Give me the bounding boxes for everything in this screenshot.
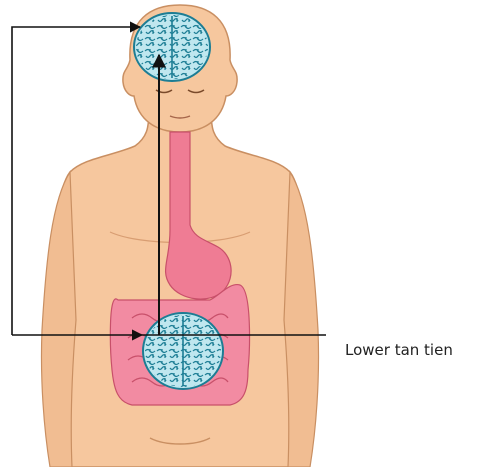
head-brain xyxy=(134,13,210,81)
left-arm xyxy=(41,172,76,467)
lower-tan-tien-label: Lower tan tien xyxy=(345,341,453,359)
right-arm xyxy=(284,172,319,467)
belly-brain xyxy=(143,313,223,389)
